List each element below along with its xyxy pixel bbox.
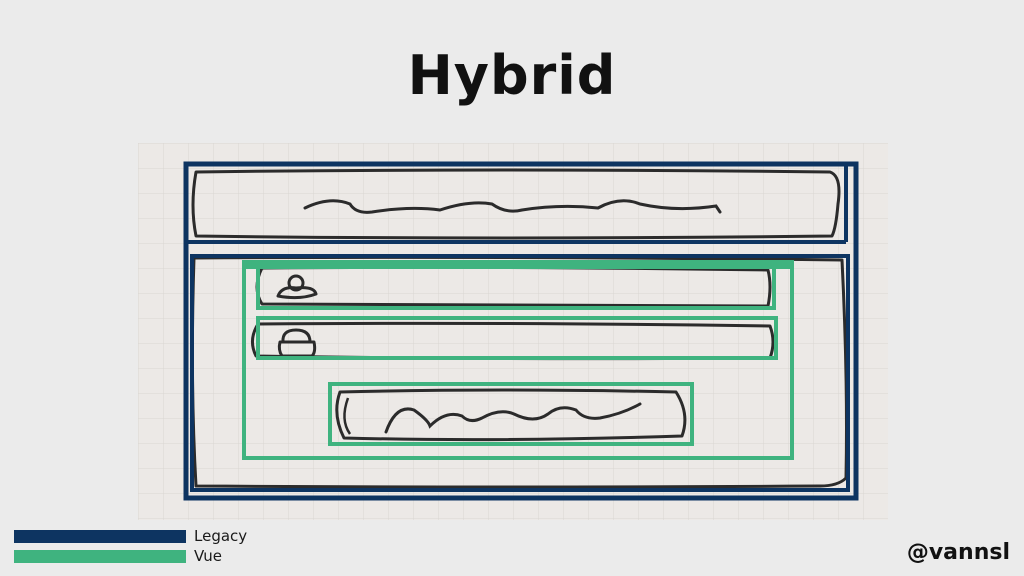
vue-submit-box	[328, 382, 694, 446]
legend: Legacy Vue	[14, 526, 247, 566]
sketch-submit-squiggle	[384, 402, 642, 434]
legend-label-vue: Vue	[194, 547, 222, 565]
legend-item-legacy: Legacy	[14, 526, 247, 546]
vue-form-box	[242, 260, 794, 460]
sketch-submit-button	[335, 388, 687, 442]
legacy-outer-box	[183, 161, 859, 501]
vue-password-box	[256, 316, 778, 360]
author-handle: @vannsl	[906, 540, 1010, 565]
legend-swatch-vue	[14, 549, 186, 563]
slide-title: Hybrid	[407, 44, 617, 107]
sketch-submit-button-inner	[343, 397, 352, 435]
sketch-header-bar	[191, 168, 841, 240]
sketch-header-squiggle	[303, 199, 722, 214]
user-icon	[276, 274, 318, 300]
legacy-inner-box	[190, 254, 850, 492]
legend-item-vue: Vue	[14, 546, 247, 566]
legend-label-legacy: Legacy	[194, 527, 248, 545]
legend-swatch-legacy	[14, 529, 186, 543]
